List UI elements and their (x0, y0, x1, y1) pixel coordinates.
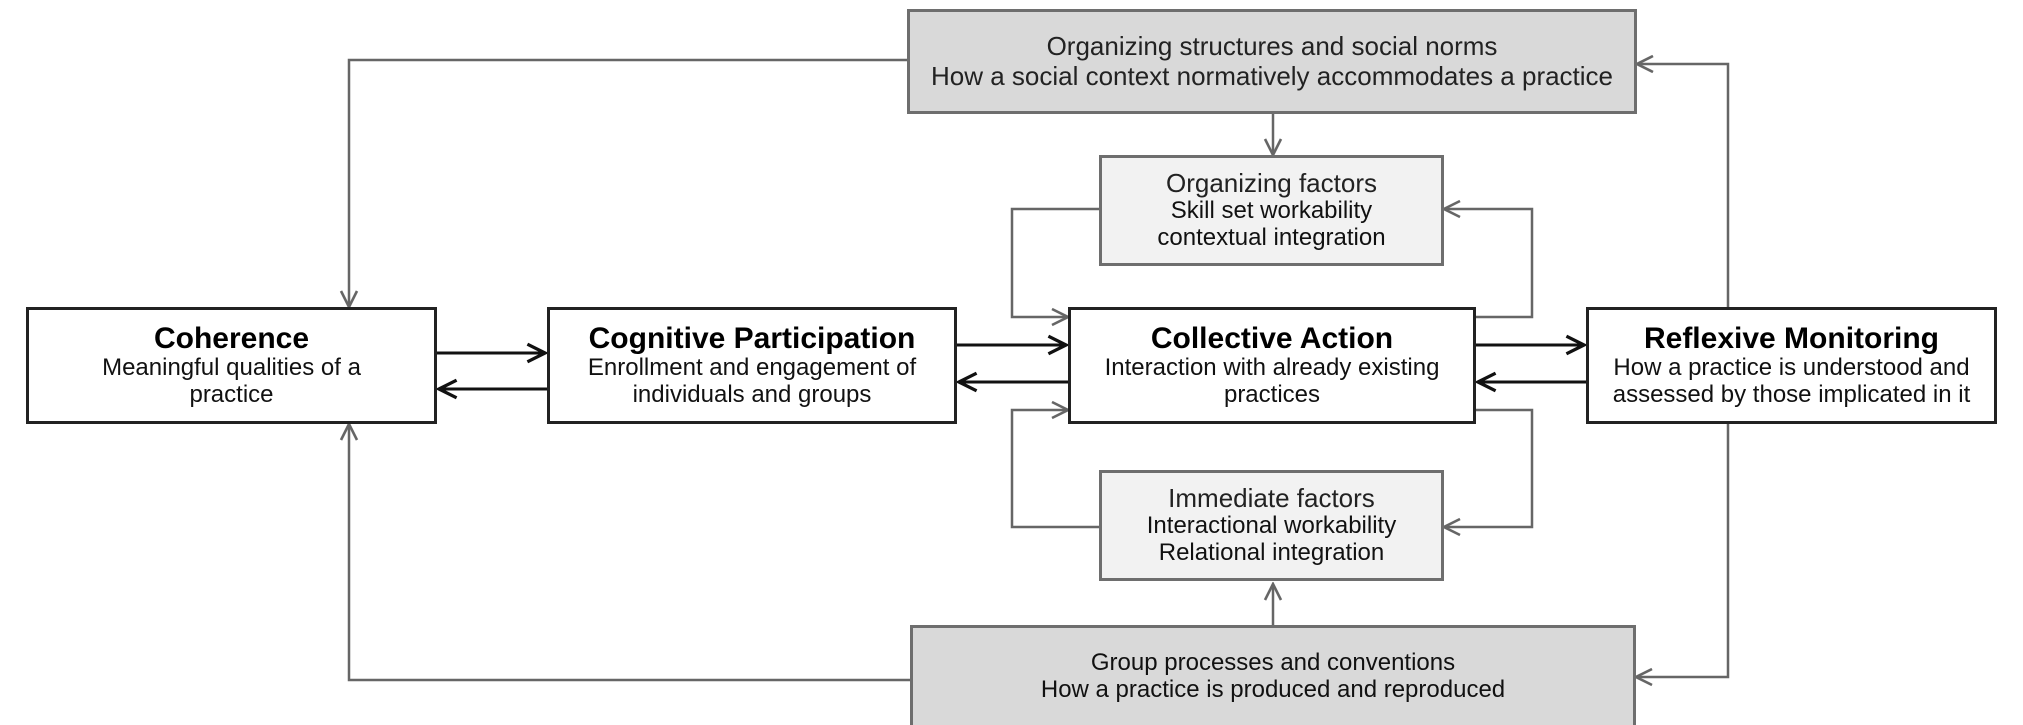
collective-action-title: Collective Action (1150, 321, 1394, 355)
connector-reflexive-to-structures (1637, 64, 1730, 307)
cognitive-participation-line-1: Enrollment and engagement of (587, 354, 917, 382)
connector-immediate-to-collective (1010, 410, 1099, 529)
immediate-factors-line-1: Interactional workability (1146, 512, 1397, 540)
immediate-factors-box: Immediate factors Interactional workabil… (1099, 470, 1444, 581)
connector-group-to-coherence (349, 424, 910, 682)
connector-collective-to-factors (1444, 209, 1534, 319)
organizing-factors-line-2: contextual integration (1157, 224, 1386, 252)
organizing-factors-line-1: Skill set workability (1170, 197, 1373, 225)
organizing-structures-title: Organizing structures and social norms (1046, 31, 1498, 62)
group-processes-title: Group processes and conventions (1090, 648, 1456, 676)
coherence-line-1: Meaningful qualities of a (102, 354, 361, 382)
immediate-factors-line-2: Relational integration (1158, 539, 1385, 567)
collective-action-line-2: practices (1223, 381, 1321, 409)
reflexive-monitoring-line-1: How a practice is understood and (1613, 354, 1970, 382)
organizing-structures-desc: How a social context normatively accommo… (930, 60, 1614, 91)
group-processes-desc: How a practice is produced and reproduce… (1040, 675, 1506, 703)
reflexive-monitoring-box: Reflexive Monitoring How a practice is u… (1586, 307, 1997, 424)
connector-reflexive-to-group (1636, 424, 1730, 677)
connector-structures-to-coherence (349, 58, 907, 307)
reflexive-monitoring-line-2: assessed by those implicated in it (1612, 381, 1971, 409)
coherence-line-2: practice (189, 381, 274, 409)
cognitive-participation-title: Cognitive Participation (588, 321, 916, 355)
organizing-structures-box: Organizing structures and social norms H… (907, 9, 1637, 114)
collective-action-box: Collective Action Interaction with alrea… (1068, 307, 1476, 424)
immediate-factors-title: Immediate factors (1168, 483, 1375, 514)
reflexive-monitoring-title: Reflexive Monitoring (1643, 321, 1940, 355)
group-processes-box: Group processes and conventions How a pr… (910, 625, 1636, 725)
organizing-factors-box: Organizing factors Skill set workability… (1099, 155, 1444, 266)
cognitive-participation-box: Cognitive Participation Enrollment and e… (547, 307, 957, 424)
coherence-box: Coherence Meaningful qualities of a prac… (26, 307, 437, 424)
connector-collective-to-immediate (1444, 408, 1534, 527)
connector-factors-to-collective (1010, 207, 1099, 317)
collective-action-line-1: Interaction with already existing (1104, 354, 1440, 382)
organizing-factors-title: Organizing factors (1166, 168, 1377, 199)
coherence-title: Coherence (153, 321, 310, 355)
cognitive-participation-line-2: individuals and groups (632, 381, 872, 409)
